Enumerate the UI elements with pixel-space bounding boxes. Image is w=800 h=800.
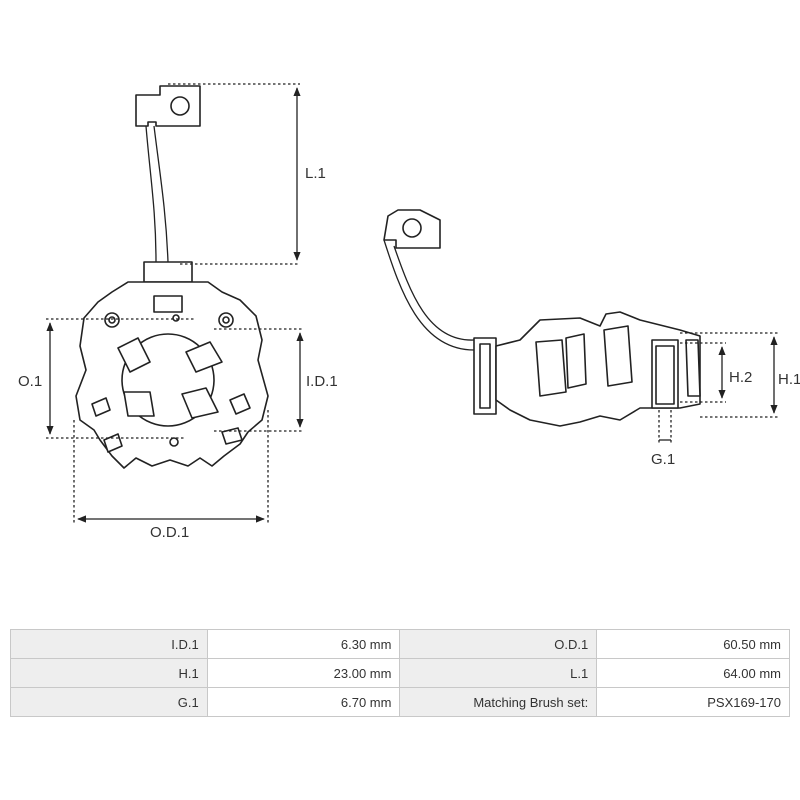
dim-label-g1: G.1: [651, 451, 675, 468]
dim-label-h2: H.2: [729, 369, 752, 386]
spec-value: 60.50 mm: [596, 629, 790, 659]
dim-label-od1: O.D.1: [150, 524, 189, 541]
spec-key: O.D.1: [399, 629, 598, 659]
spec-value: 6.70 mm: [206, 687, 401, 717]
dim-label-l1: L.1: [305, 165, 326, 182]
side-view: [383, 209, 701, 427]
spec-value: 64.00 mm: [596, 658, 790, 688]
dim-label-id1: I.D.1: [306, 373, 338, 390]
spec-value: 23.00 mm: [206, 658, 401, 688]
spec-key: I.D.1: [10, 629, 208, 659]
dim-label-o1: O.1: [18, 373, 42, 390]
dim-label-h1: H.1: [778, 371, 800, 388]
spec-key: Matching Brush set:: [399, 687, 598, 717]
spec-key: G.1: [10, 687, 208, 717]
dimension-lines: [46, 83, 778, 524]
spec-value: 6.30 mm: [206, 629, 401, 659]
spec-key: L.1: [399, 658, 598, 688]
front-view: [75, 85, 269, 469]
technical-drawing: L.1 O.1 I.D.1 O.D.1 H.1 H.2 G.1: [18, 83, 800, 541]
spec-value: PSX169-170: [596, 687, 790, 717]
spec-key: H.1: [10, 658, 208, 688]
